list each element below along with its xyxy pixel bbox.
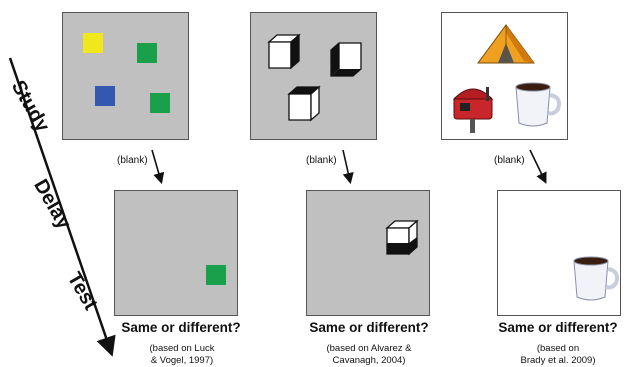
tent-icon (477, 24, 535, 64)
test-panel-objects (497, 190, 621, 316)
cubes-group (267, 33, 362, 122)
question-2: Same or different? (309, 320, 429, 335)
citation-1: (based on Luck & Vogel, 1997) (120, 343, 244, 367)
mug-icon (573, 256, 619, 301)
cube-icon (267, 33, 301, 70)
test-panel-colors (114, 190, 238, 316)
yellow-square (83, 33, 103, 53)
citation-3-line1: (based on (536, 343, 580, 354)
citation-3-line2: Brady et al. 2009) (520, 355, 596, 366)
cube-icon (330, 42, 362, 77)
blank-arrow-2 (342, 149, 354, 185)
green-square (137, 43, 157, 63)
test-mug-group (573, 256, 619, 301)
study-panel-colors (62, 12, 189, 140)
green-square (206, 265, 226, 285)
citation-1-line2: & Vogel, 1997) (150, 355, 214, 366)
study-panel-objects (441, 12, 568, 140)
blank-label-1: (blank) (117, 155, 148, 166)
blank-label-3: (blank) (494, 155, 525, 166)
citation-2-line1: (based on Alvarez & (326, 343, 412, 354)
citation-3: (based on Brady et al. 2009) (496, 343, 620, 367)
blank-arrow-1 (151, 149, 165, 185)
question-3: Same or different? (498, 320, 618, 335)
blue-square (95, 86, 115, 106)
cube-icon (385, 219, 419, 256)
citation-2: (based on Alvarez & Cavanagh, 2004) (307, 343, 431, 367)
study-panel-cubes (250, 12, 377, 140)
blank-arrow-3 (529, 149, 547, 184)
green-square (150, 93, 170, 113)
blank-label-2: (blank) (306, 155, 337, 166)
question-1: Same or different? (121, 320, 241, 335)
mug-icon (515, 82, 561, 127)
citation-2-line2: Cavanagh, 2004) (332, 355, 406, 366)
test-cube-group (385, 219, 419, 256)
test-panel-cubes (306, 190, 430, 316)
cube-icon (287, 85, 321, 122)
citation-1-line1: (based on Luck (149, 343, 215, 354)
objects-group (452, 24, 561, 133)
mailbox-icon (452, 87, 494, 133)
